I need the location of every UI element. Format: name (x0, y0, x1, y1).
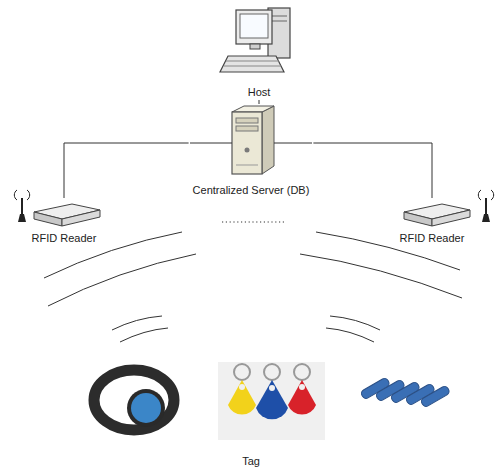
ellipsis-dots (222, 221, 284, 222)
node-label: Host (248, 86, 271, 99)
network-wire (259, 100, 260, 104)
server-icon (232, 106, 274, 174)
node-label: Centralized Server (DB) (193, 184, 310, 197)
reader-node: RFID Reader (14, 198, 114, 246)
reader-icon (14, 190, 100, 226)
network-wire (64, 143, 189, 198)
node-label: RFID Reader (32, 232, 97, 245)
keyfob-tags (218, 362, 325, 440)
radio-waves (44, 232, 462, 342)
wire (190, 143, 232, 144)
node-label: RFID Reader (400, 232, 465, 245)
caption-label: Tag (242, 455, 260, 468)
server-node: Centralized Server (DB) (189, 104, 314, 198)
reader-icon (404, 190, 494, 226)
blue-tags (360, 377, 450, 408)
reader-node: RFID Reader (382, 198, 482, 246)
computer-icon (220, 8, 290, 72)
host-node: Host (224, 3, 294, 100)
network-wire (313, 143, 432, 198)
wristband-tag (94, 370, 174, 430)
wire (274, 143, 312, 144)
